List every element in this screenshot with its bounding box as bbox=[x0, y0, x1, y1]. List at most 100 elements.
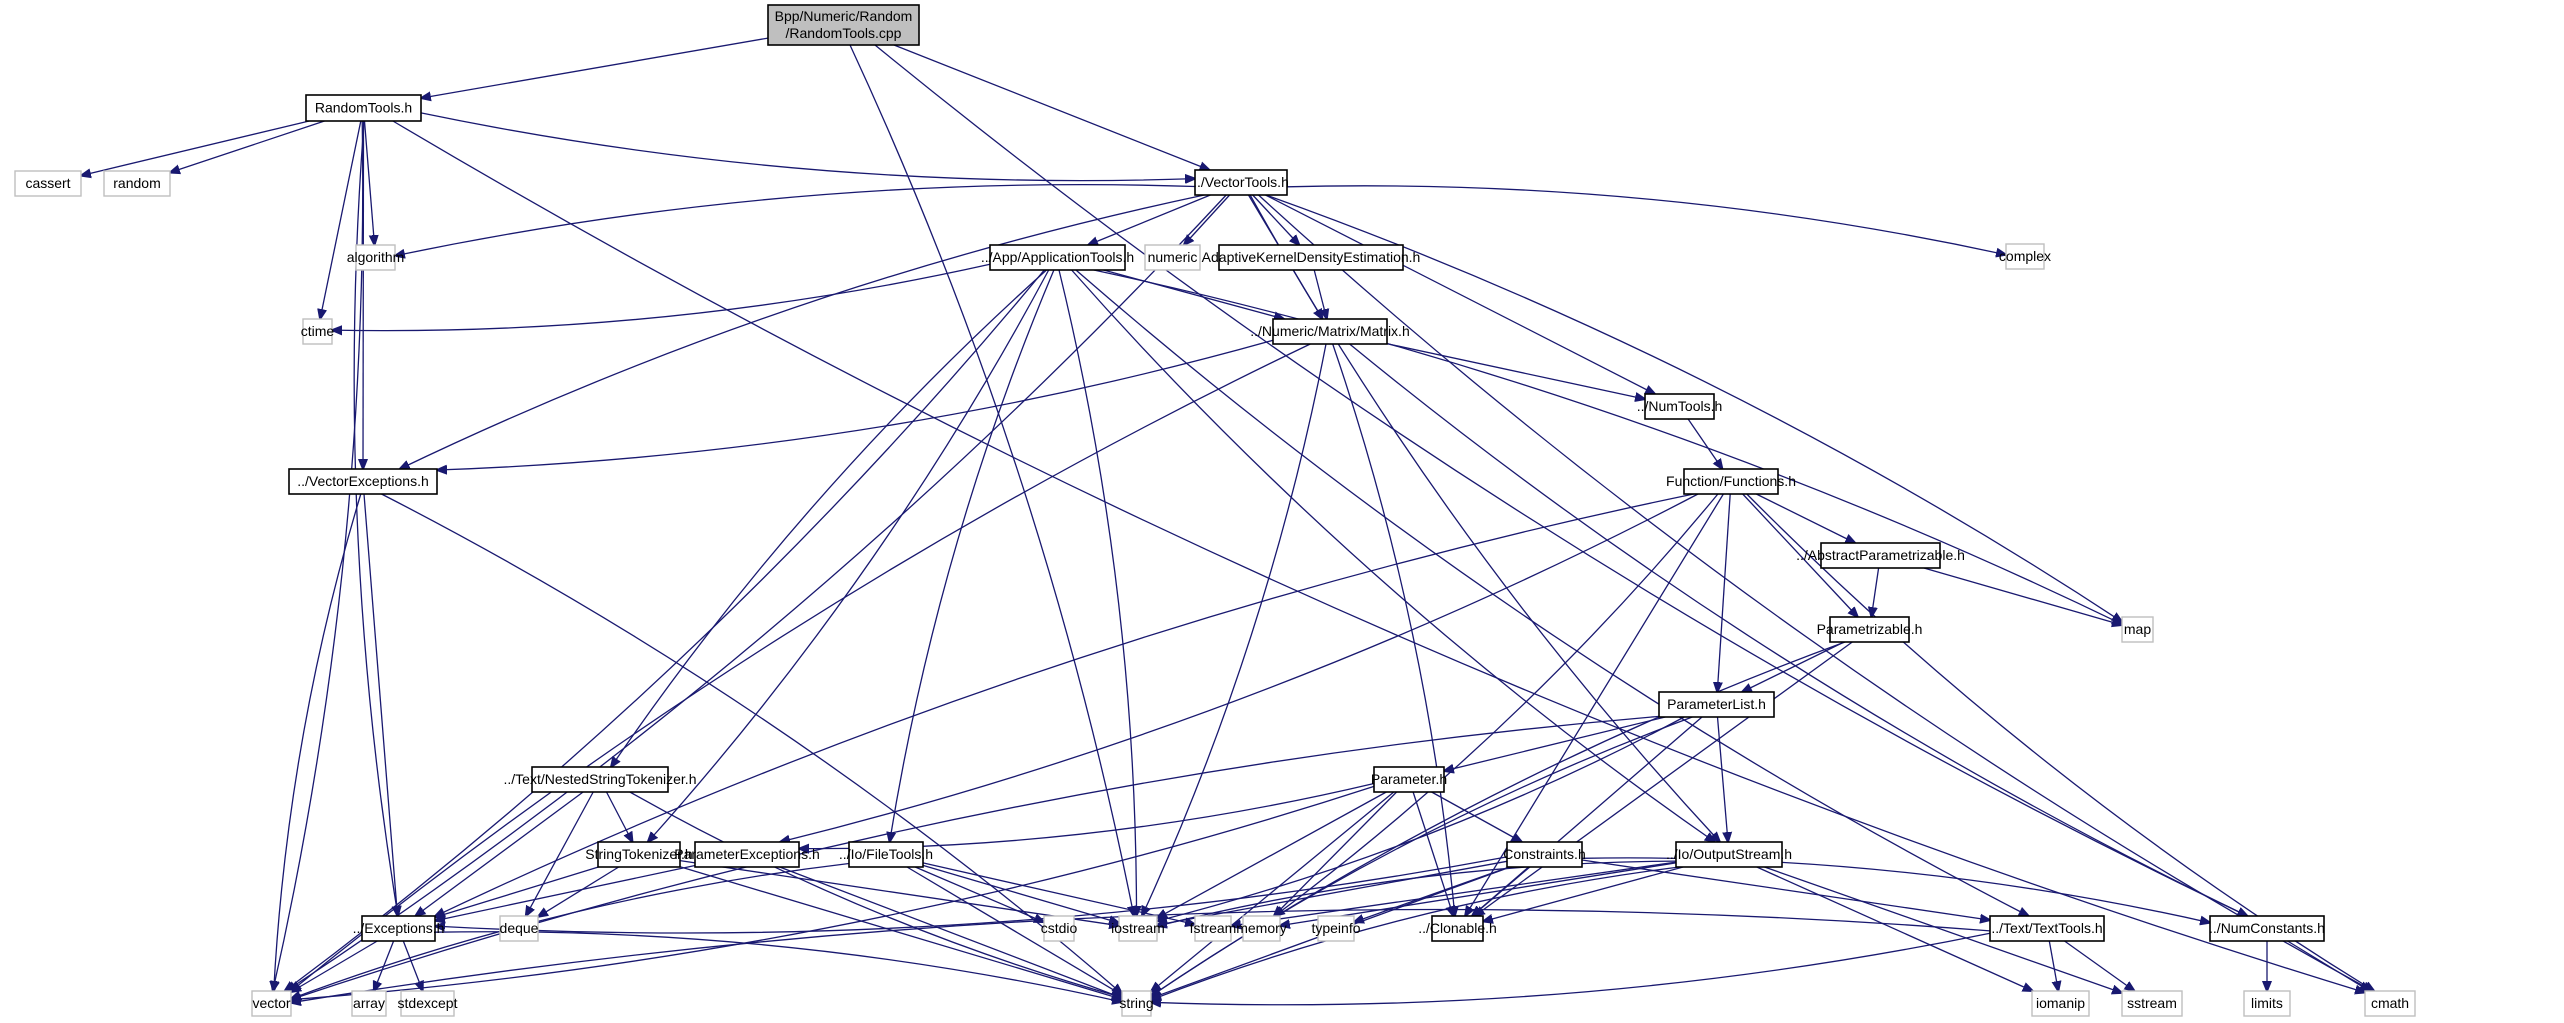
node-box bbox=[2364, 990, 2416, 1017]
edge-vector-tools-to-akde bbox=[1252, 194, 1300, 245]
edge-root-to-vector-tools bbox=[893, 44, 1210, 170]
node-cmath: cmath bbox=[2364, 990, 2416, 1017]
edge-file-tools-to-iostream bbox=[922, 864, 1119, 923]
node-vector-tools[interactable]: ../VectorTools.h bbox=[1193, 169, 1289, 196]
edge-vector-tools-to-numeric bbox=[1184, 194, 1231, 245]
edge-output-stream-to-clonable bbox=[1483, 866, 1684, 922]
node-label: algorithm bbox=[347, 249, 405, 265]
node-exceptions[interactable]: ../Exceptions.h bbox=[353, 915, 445, 942]
node-num-constants[interactable]: ../NumConstants.h bbox=[2209, 915, 2325, 942]
node-num-tools[interactable]: ../NumTools.h bbox=[1637, 393, 1723, 420]
node-box bbox=[694, 841, 800, 868]
edge-output-stream-to-sstream bbox=[1764, 866, 2123, 993]
edge-random-tools-to-exceptions bbox=[353, 120, 398, 916]
edge-application-tools-to-output-stream bbox=[1071, 269, 1715, 842]
edge-exceptions-to-vector bbox=[291, 940, 378, 992]
node-box bbox=[1658, 691, 1775, 718]
edge-application-tools-to-iostream bbox=[1058, 269, 1137, 916]
node-box bbox=[1043, 915, 1075, 942]
node-label: /RandomTools.cpp bbox=[786, 25, 902, 41]
node-output-stream[interactable]: ../Io/OutputStream.h bbox=[1666, 841, 1792, 868]
node-complex: complex bbox=[1999, 243, 2051, 270]
node-cassert: cassert bbox=[14, 170, 82, 197]
node-label: vector bbox=[252, 995, 290, 1011]
node-vector: vector bbox=[251, 990, 292, 1017]
edge-vector-tools-to-algorithm bbox=[395, 183, 1196, 256]
node-string-tokenizer[interactable]: StringTokenizer.h bbox=[585, 841, 693, 868]
node-typeinfo: typeinfo bbox=[1311, 915, 1361, 942]
edge-random-tools-to-random bbox=[170, 120, 325, 173]
node-parameter-exceptions[interactable]: ParameterExceptions.h bbox=[674, 841, 820, 868]
node-label: deque bbox=[500, 920, 539, 936]
node-box bbox=[1144, 244, 1201, 271]
node-label: ../VectorExceptions.h bbox=[297, 473, 429, 489]
node-text-tools[interactable]: ../Text/TextTools.h bbox=[1989, 915, 2105, 942]
edge-parameter-to-constraints bbox=[1431, 791, 1522, 842]
node-box bbox=[1242, 915, 1281, 942]
node-nested-string-tokenizer[interactable]: ../Text/NestedStringTokenizer.h bbox=[504, 766, 697, 793]
node-box bbox=[1121, 990, 1152, 1017]
edge-output-stream-to-string bbox=[1151, 866, 1680, 1000]
edge-application-tools-to-map bbox=[1093, 269, 2122, 624]
edge-application-tools-to-text-tools bbox=[1075, 269, 2029, 916]
edge-nested-string-tokenizer-to-string bbox=[629, 791, 1122, 997]
edge-file-tools-to-cstdio bbox=[914, 866, 1044, 922]
node-matrix[interactable]: ../Numeric/Matrix/Matrix.h bbox=[1250, 318, 1410, 345]
edge-root-to-num-constants bbox=[874, 44, 2247, 916]
edge-akde-to-matrix bbox=[1313, 269, 1327, 319]
node-label: string bbox=[1119, 995, 1153, 1011]
edge-abstract-parametrizable-to-parametrizable bbox=[1871, 567, 1880, 617]
node-label: Constraints.h bbox=[1503, 846, 1585, 862]
node-cstdio: cstdio bbox=[1041, 915, 1077, 942]
node-label: Function/Functions.h bbox=[1666, 473, 1796, 489]
node-application-tools[interactable]: ../App/ApplicationTools.h bbox=[981, 244, 1134, 271]
edge-abstract-parametrizable-to-map bbox=[1923, 567, 2122, 625]
edge-random-tools-to-vector-exceptions bbox=[363, 120, 364, 469]
node-label: ../Clonable.h bbox=[1418, 920, 1497, 936]
node-box bbox=[1194, 169, 1288, 196]
node-array: array bbox=[351, 990, 387, 1017]
node-map: map bbox=[2121, 616, 2154, 643]
edge-vector-tools-to-output-stream bbox=[1249, 194, 1720, 842]
edge-application-tools-to-vector bbox=[285, 269, 1045, 991]
node-functions[interactable]: Function/Functions.h bbox=[1666, 468, 1796, 495]
edge-parameter-list-to-string bbox=[1151, 716, 1693, 996]
node-label: ParameterList.h bbox=[1667, 696, 1766, 712]
node-vector-exceptions[interactable]: ../VectorExceptions.h bbox=[288, 468, 438, 495]
node-box bbox=[1829, 616, 1910, 643]
node-box bbox=[2121, 990, 2183, 1017]
node-numeric: numeric bbox=[1144, 244, 1201, 271]
node-box bbox=[1317, 915, 1355, 942]
node-box bbox=[597, 841, 681, 868]
node-label: fstream bbox=[1190, 920, 1237, 936]
node-parametrizable[interactable]: Parametrizable.h bbox=[1817, 616, 1923, 643]
node-label: numeric bbox=[1148, 249, 1198, 265]
node-label: ../AbstractParametrizable.h bbox=[1796, 547, 1965, 563]
edge-constraints-to-text-tools bbox=[1581, 859, 1990, 920]
node-label: random bbox=[113, 175, 160, 191]
node-random-tools[interactable]: RandomTools.h bbox=[305, 94, 422, 122]
node-clonable[interactable]: ../Clonable.h bbox=[1418, 915, 1497, 942]
edge-random-tools-to-cassert bbox=[81, 120, 310, 176]
node-label: ../Io/OutputStream.h bbox=[1666, 846, 1792, 862]
node-box bbox=[1218, 244, 1404, 271]
node-label: iostream bbox=[1111, 920, 1165, 936]
edge-num-constants-to-cmath bbox=[2287, 940, 2370, 991]
node-constraints[interactable]: Constraints.h bbox=[1503, 841, 1586, 868]
edge-file-tools-to-string bbox=[906, 866, 1122, 995]
node-label: complex bbox=[1999, 248, 2051, 264]
node-label: ../NumTools.h bbox=[1637, 398, 1723, 414]
node-akde[interactable]: AdaptiveKernelDensityEstimation.h bbox=[1202, 244, 1421, 271]
edge-vector-tools-to-cmath bbox=[1258, 194, 2373, 991]
node-parameter-list[interactable]: ParameterList.h bbox=[1658, 691, 1775, 718]
edge-parameter-to-clonable bbox=[1412, 791, 1453, 916]
edge-matrix-to-num-constants bbox=[1349, 343, 2248, 916]
node-label: Bpp/Numeric/Random bbox=[775, 8, 913, 24]
node-file-tools[interactable]: ../Io/FileTools.h bbox=[839, 841, 933, 868]
node-main-file[interactable]: Bpp/Numeric/Random/RandomTools.cpp bbox=[767, 4, 920, 46]
node-box bbox=[1675, 841, 1783, 868]
node-label: map bbox=[2124, 621, 2151, 637]
node-abstract-parametrizable[interactable]: ../AbstractParametrizable.h bbox=[1796, 542, 1965, 569]
node-parameter[interactable]: Parameter.h bbox=[1371, 766, 1447, 793]
